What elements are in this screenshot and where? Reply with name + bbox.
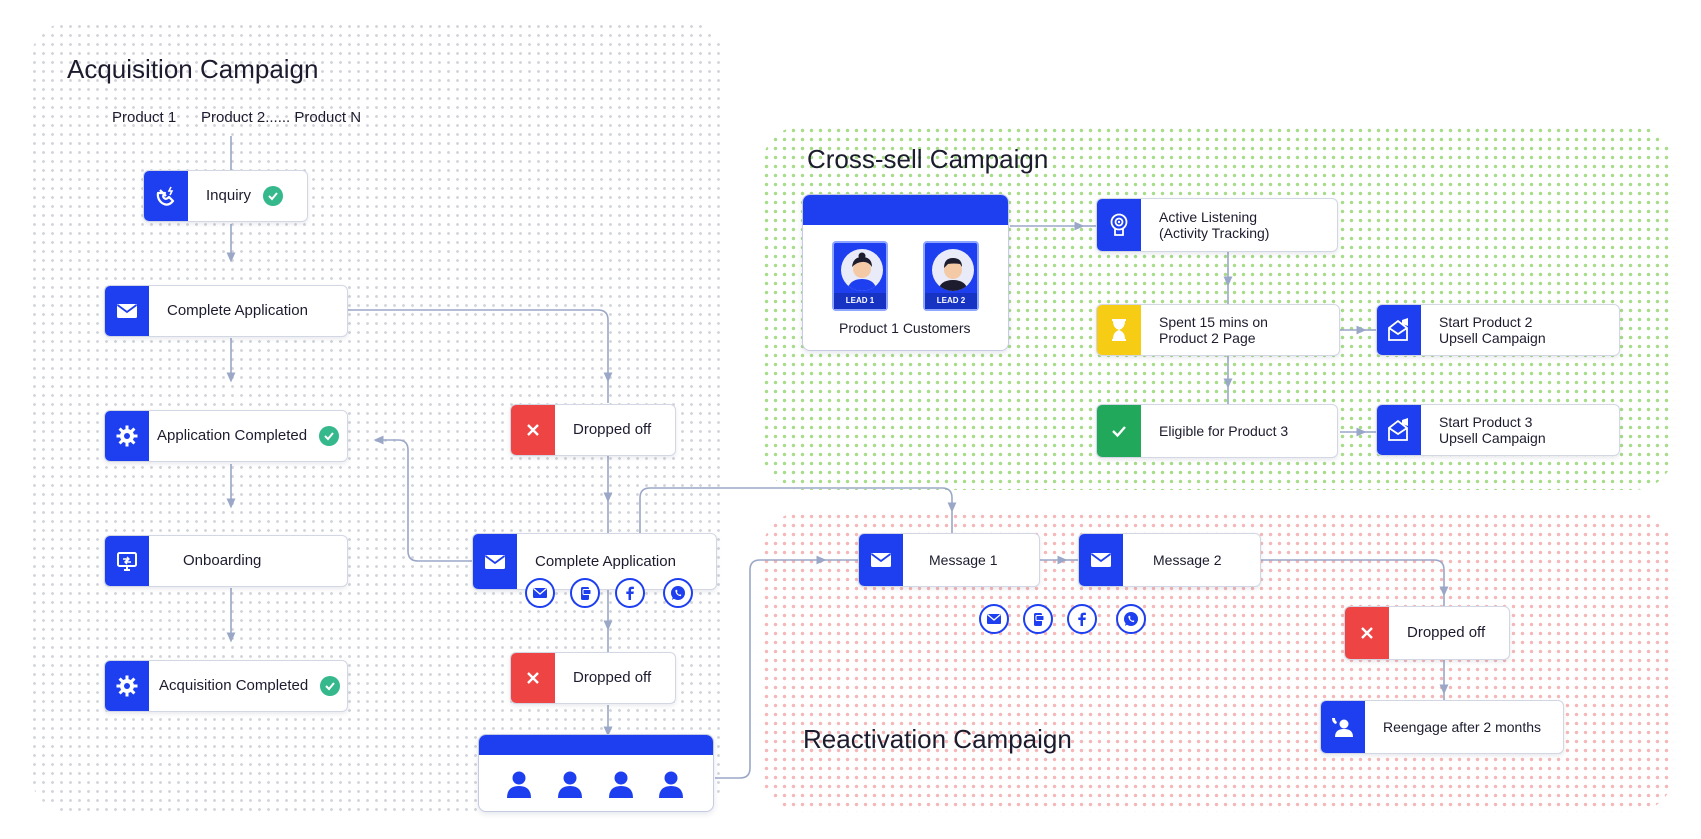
active-listening-node[interactable]: Active Listening(Activity Tracking) xyxy=(1096,198,1338,252)
eligible-product-3-node[interactable]: Eligible for Product 3 xyxy=(1096,404,1338,458)
magnet-icon xyxy=(144,171,188,221)
envelope-icon xyxy=(859,534,903,586)
start-product-2-line-1: Start Product 2 xyxy=(1439,314,1533,330)
person-icon xyxy=(558,771,582,798)
acquisition-completed-label: Acquisition Completed xyxy=(159,677,309,694)
audience-card-header xyxy=(479,735,713,755)
lead-2-tag: LEAD 2 xyxy=(925,293,977,309)
envelope-icon xyxy=(1079,534,1123,586)
complete-application-node[interactable]: Complete Application xyxy=(104,285,348,337)
lead-1-tag: LEAD 1 xyxy=(834,293,886,309)
reactivation-dropped-off-node[interactable]: Dropped off xyxy=(1344,606,1510,660)
inquiry-node[interactable]: Inquiry xyxy=(143,170,308,222)
start-product-2-line-2: Upsell Campaign xyxy=(1439,330,1546,346)
check-icon xyxy=(319,426,340,446)
spent-15-mins-line-2: Product 2 Page xyxy=(1159,330,1256,346)
message-1-node[interactable]: Message 1 xyxy=(858,533,1040,587)
start-product-3-line-2: Upsell Campaign xyxy=(1439,430,1546,446)
acquisition-completed-node[interactable]: Acquisition Completed xyxy=(104,660,348,712)
whatsapp-icon[interactable] xyxy=(1116,604,1146,634)
check-icon xyxy=(1097,405,1141,457)
dropped-off-label: Dropped off xyxy=(573,421,652,438)
dropped-off-node-1[interactable]: Dropped off xyxy=(510,404,676,456)
sms-channel-icon[interactable] xyxy=(1023,604,1053,634)
reactivation-title: Reactivation Campaign xyxy=(803,724,1072,754)
active-listening-line-1: Active Listening xyxy=(1159,209,1258,225)
whatsapp-icon[interactable] xyxy=(663,578,693,608)
envelope-icon xyxy=(105,286,149,336)
reengage-node[interactable]: Reengage after 2 months xyxy=(1320,700,1564,754)
dropped-off-node-2[interactable]: Dropped off xyxy=(510,652,676,704)
email-channel-icon[interactable] xyxy=(979,604,1009,634)
gear-icon xyxy=(105,411,149,461)
check-icon xyxy=(320,676,341,696)
customers-label: Product 1 Customers xyxy=(839,320,971,336)
active-listening-label: Active Listening(Activity Tracking) xyxy=(1141,209,1269,241)
hourglass-icon xyxy=(1097,305,1141,355)
close-icon xyxy=(511,653,555,703)
cross-sell-title: Cross-sell Campaign xyxy=(807,144,1049,174)
onboarding-monitor-icon xyxy=(105,536,149,586)
inquiry-label: Inquiry xyxy=(206,187,252,204)
dropped-off-2-label: Dropped off xyxy=(573,669,652,686)
complete-application-label: Complete Application xyxy=(167,302,308,319)
start-product-3-line-1: Start Product 3 xyxy=(1439,414,1533,430)
listening-icon xyxy=(1097,199,1141,251)
facebook-icon[interactable] xyxy=(1067,604,1097,634)
person-icon xyxy=(659,771,683,798)
acquisition-title: Acquisition Campaign xyxy=(67,54,319,84)
reengage-label: Reengage after 2 months xyxy=(1383,719,1541,735)
eligible-product-3-label: Eligible for Product 3 xyxy=(1159,423,1289,439)
sms-channel-icon[interactable] xyxy=(570,578,600,608)
person-icon xyxy=(609,771,633,798)
megaphone-envelope-icon xyxy=(1377,405,1421,455)
onboarding-label: Onboarding xyxy=(183,552,262,569)
product-1-customers-card[interactable]: LEAD 1 LEAD 2 Product 1 Customers xyxy=(802,194,1009,351)
gear-icon xyxy=(105,661,149,711)
lead-1-avatar: LEAD 1 xyxy=(832,241,888,311)
check-icon xyxy=(263,186,284,206)
megaphone-envelope-icon xyxy=(1377,305,1421,355)
email-channel-icon[interactable] xyxy=(525,578,555,608)
complete-application-2-label: Complete Application xyxy=(535,553,676,570)
product-label-2-n: Product 2...... Product N xyxy=(201,109,362,126)
application-completed-node[interactable]: Application Completed xyxy=(104,410,348,462)
lead-2-avatar: LEAD 2 xyxy=(923,241,979,311)
close-icon xyxy=(1345,607,1389,659)
audience-card[interactable] xyxy=(478,734,714,812)
reactivation-dropped-off-label: Dropped off xyxy=(1407,624,1486,641)
person-icon xyxy=(507,771,531,798)
envelope-icon xyxy=(473,534,517,589)
product-label-1: Product 1 xyxy=(112,109,177,126)
facebook-icon[interactable] xyxy=(615,578,645,608)
application-completed-label: Application Completed xyxy=(157,427,308,444)
spent-15-mins-line-1: Spent 15 mins on xyxy=(1159,314,1268,330)
message-1-label: Message 1 xyxy=(929,552,998,568)
customers-card-header xyxy=(803,195,1008,225)
user-magnet-icon xyxy=(1321,701,1365,753)
message-2-node[interactable]: Message 2 xyxy=(1078,533,1261,587)
close-icon xyxy=(511,405,555,455)
active-listening-line-2: (Activity Tracking) xyxy=(1159,225,1270,241)
onboarding-node[interactable]: Onboarding xyxy=(104,535,348,587)
message-2-label: Message 2 xyxy=(1153,552,1222,568)
